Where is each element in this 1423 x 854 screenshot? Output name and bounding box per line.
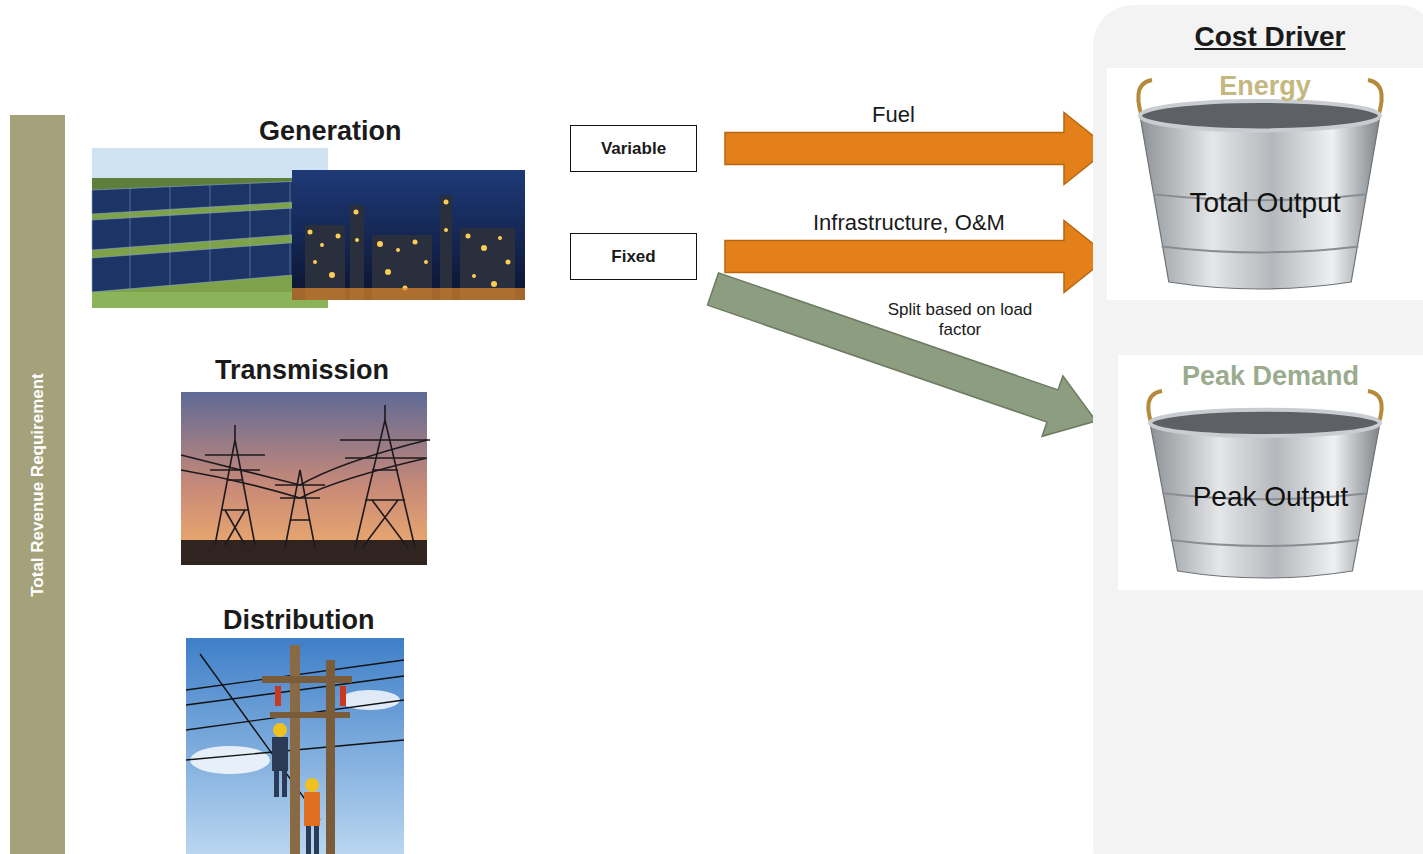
bucket-ridge <box>1171 540 1360 546</box>
bucket-label: Peak Output <box>1118 480 1423 514</box>
bucket-ridge <box>1162 246 1359 252</box>
edge-label: Split based on load factor <box>871 300 1049 340</box>
bucket-node: Peak DemandPeak Output <box>1118 355 1423 590</box>
worker-figure <box>272 723 320 854</box>
panel-title: Cost Driver <box>1093 20 1423 54</box>
cost-type-box: Variable <box>570 125 697 172</box>
bucket-rim <box>1150 410 1380 436</box>
cost-type-box: Fixed <box>570 233 697 280</box>
side-band: Total Revenue Requirement <box>10 115 65 854</box>
label-holder: Distribution <box>223 604 374 636</box>
bucket-title: Energy <box>1107 70 1423 102</box>
block-arrow <box>725 113 1109 185</box>
bucket-node: EnergyTotal Output <box>1107 68 1423 300</box>
section-heading: Distribution <box>223 604 374 636</box>
distribution-photo <box>186 638 404 854</box>
block-arrow <box>708 273 1097 436</box>
label-holder: Transmission <box>215 354 389 386</box>
label-holder: Generation <box>259 115 402 147</box>
bucket-icon <box>1107 68 1423 300</box>
edge-label: Infrastructure, O&M <box>813 210 1005 236</box>
edge-label: Fuel <box>872 102 915 128</box>
bucket-label: Total Output <box>1107 186 1423 220</box>
band-title: Total Revenue Requirement <box>28 373 48 597</box>
edge-label-holder: Fuel <box>872 102 915 128</box>
power-plant-photo <box>292 170 525 300</box>
transmission-photo <box>181 392 430 565</box>
box-label: Fixed <box>611 247 655 267</box>
edge-label-holder: Infrastructure, O&M <box>813 210 1005 236</box>
section-heading: Generation <box>259 115 402 147</box>
cost-driver-panel: Cost DriverEnergyTotal OutputPeak Demand… <box>1093 5 1423 854</box>
edge-label-holder: Split based on load factor <box>871 300 1049 340</box>
bucket-rim <box>1140 101 1380 130</box>
section-heading: Transmission <box>215 354 389 386</box>
box-label: Variable <box>601 139 666 159</box>
bucket-title: Peak Demand <box>1118 360 1423 392</box>
